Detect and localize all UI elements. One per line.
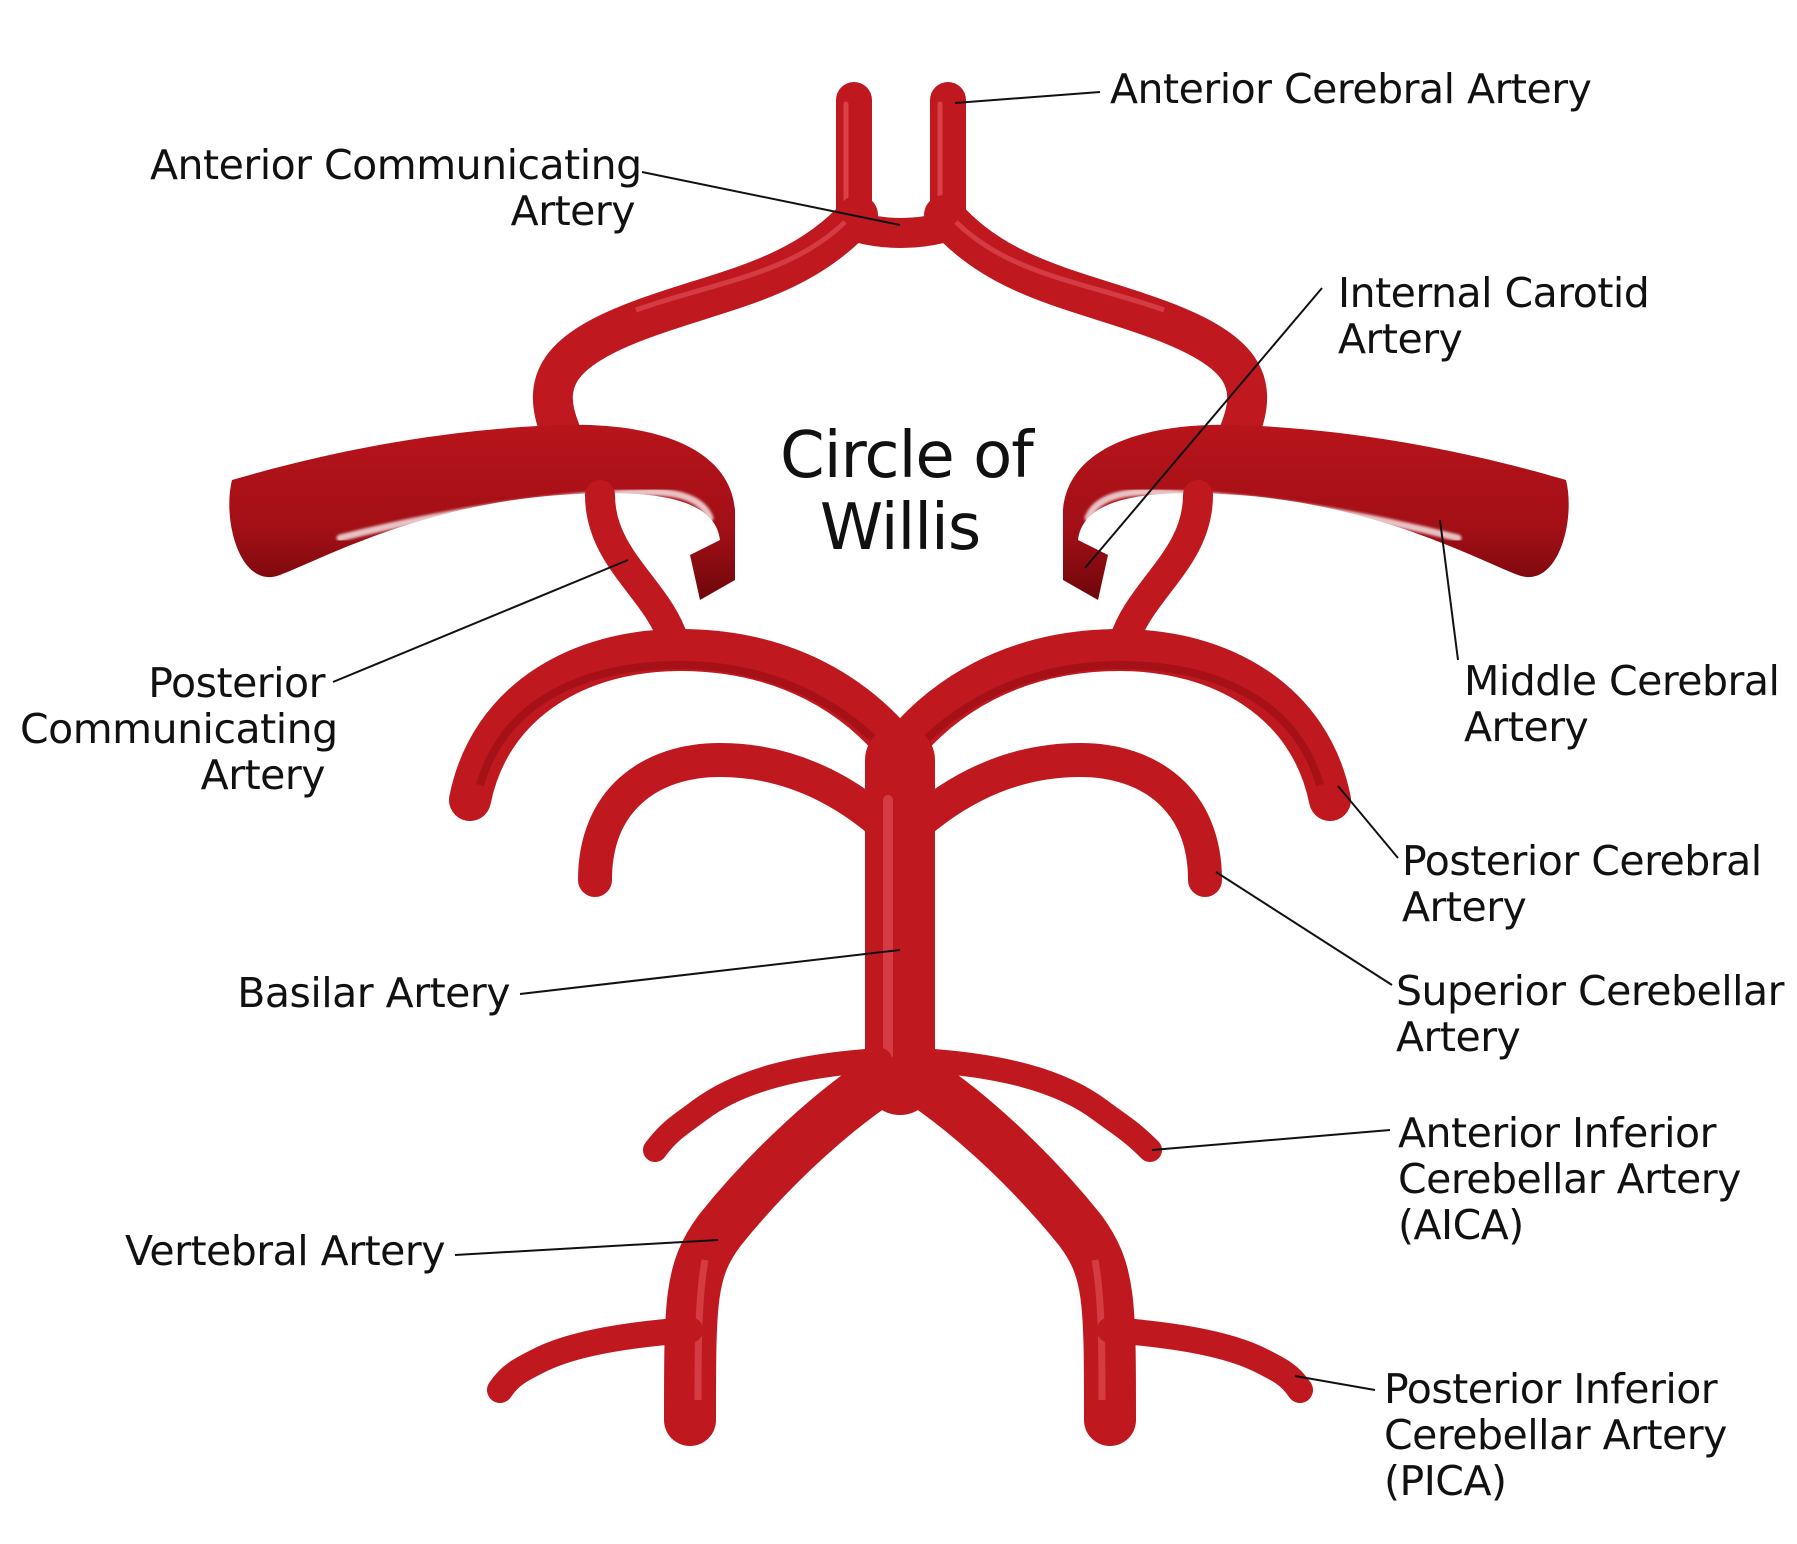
label-line: Artery — [1338, 315, 1463, 363]
label-vertebral-artery: Vertebral Artery — [100, 1227, 446, 1275]
label-superior-cerebellar-artery: Superior Cerebellar Artery — [1396, 967, 1785, 1061]
basilar-artery-shape — [865, 725, 935, 1115]
label-aica: Anterior Inferior Cerebellar Artery (AIC… — [1398, 1110, 1741, 1248]
label-line: Superior Cerebellar — [1396, 967, 1785, 1015]
label-line: Posterior Cerebral — [1402, 837, 1762, 885]
leader-mca — [1439, 519, 1459, 661]
label-line: Artery — [510, 187, 636, 235]
label-middle-cerebral-artery: Middle Cerebral Artery — [1464, 657, 1780, 751]
label-line: (PICA) — [1384, 1457, 1507, 1505]
label-posterior-cerebral-artery: Posterior Cerebral Artery — [1402, 838, 1762, 930]
internal-carotid-artery-shape — [532, 195, 1268, 450]
label-line: Cerebellar Artery — [1384, 1411, 1727, 1459]
leader-pca — [1337, 785, 1399, 859]
label-line: Vertebral Artery — [125, 1227, 446, 1275]
label-line: Communicating — [20, 705, 338, 753]
label-line: (AICA) — [1398, 1201, 1524, 1249]
label-line: Artery — [1464, 703, 1589, 751]
vertebral-artery-shape — [664, 1054, 1136, 1446]
label-line: Cerebellar Artery — [1398, 1155, 1741, 1203]
label-line: Anterior Cerebral Artery — [1110, 65, 1592, 113]
label-pica: Posterior Inferior Cerebellar Artery (PI… — [1384, 1366, 1727, 1504]
pica-shape — [487, 1317, 1313, 1403]
label-line: Middle Cerebral — [1464, 657, 1780, 705]
superior-cerebellar-artery-shape — [578, 742, 1222, 897]
leader-pcom — [332, 559, 629, 683]
leader-vertebral — [454, 1239, 719, 1256]
leader-basilar — [519, 949, 901, 995]
leader-lines — [332, 91, 1459, 1391]
label-line: Anterior Communicating — [150, 141, 642, 189]
label-posterior-communicating-artery: Posterior Communicating Artery — [20, 659, 338, 799]
leader-aca — [954, 91, 1101, 104]
leader-aica — [1151, 1129, 1391, 1151]
label-anterior-communicating-artery: Anterior Communicating Artery — [150, 141, 642, 235]
label-line: Posterior — [148, 659, 325, 707]
label-line: Internal Carotid — [1338, 269, 1650, 317]
label-line: Posterior Inferior — [1384, 1365, 1718, 1413]
title-line-2: Willis — [819, 491, 981, 565]
anterior-cerebral-artery-shape — [836, 82, 966, 228]
leader-ica — [1084, 287, 1323, 569]
leader-sca — [1215, 871, 1393, 986]
label-line: Anterior Inferior — [1398, 1109, 1716, 1157]
diagram-title: Circle of Willis — [780, 419, 1034, 565]
leader-acom — [641, 171, 901, 226]
posterior-cerebral-artery-shape — [449, 628, 1351, 821]
label-basilar-artery: Basilar Artery — [200, 970, 510, 1016]
leader-pica — [1294, 1375, 1376, 1391]
label-internal-carotid-artery: Internal Carotid Artery — [1338, 269, 1650, 363]
label-line: Basilar Artery — [237, 969, 510, 1017]
title-line-1: Circle of — [780, 419, 1034, 493]
aica-shape — [643, 1048, 1162, 1162]
label-anterior-cerebral-artery: Anterior Cerebral Artery — [1110, 65, 1592, 113]
label-line: Artery — [1402, 883, 1527, 931]
label-line: Artery — [1396, 1013, 1521, 1061]
posterior-communicating-artery-shape — [585, 480, 1213, 660]
label-line: Artery — [200, 751, 326, 799]
